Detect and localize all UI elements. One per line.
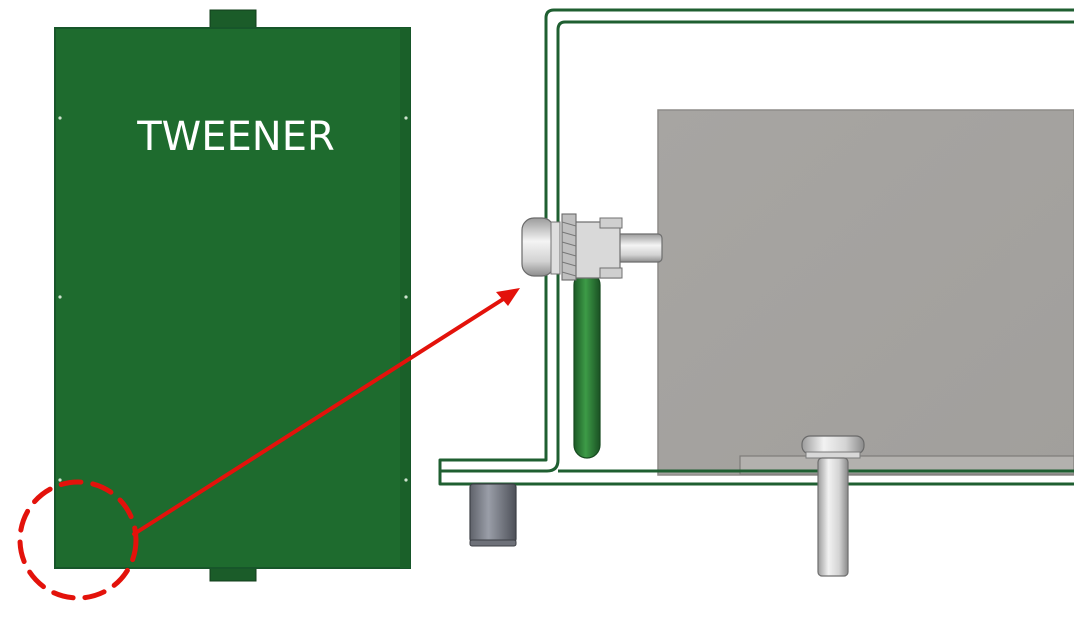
mounting-dots: [58, 116, 408, 482]
dot: [58, 116, 62, 120]
dot: [58, 478, 62, 482]
tooth: [561, 231, 577, 237]
ring-terminal-tab-top: [599, 217, 623, 229]
dot: [404, 295, 408, 299]
box-label: TWEENER: [136, 114, 335, 160]
ring-terminal-tab-bottom: [599, 267, 623, 279]
wire-body: [573, 271, 601, 459]
screw-head-washer: [550, 221, 561, 275]
gray-panel: [657, 109, 1074, 476]
tooth: [561, 241, 577, 247]
tooth: [561, 221, 577, 227]
washer-teeth: [561, 221, 577, 277]
standoff-cap: [469, 539, 517, 547]
standoff: [469, 483, 517, 547]
tooth: [561, 271, 577, 277]
screw-shaft: [817, 457, 849, 577]
bracket-outer: [438, 8, 1074, 486]
dot: [404, 478, 408, 482]
screw-head: [801, 435, 865, 455]
screw-head-horizontal: [521, 217, 555, 277]
vertical-screw: [801, 435, 865, 577]
tweener-body: [54, 27, 411, 569]
tweener-box: TWEENER: [54, 9, 411, 582]
horizontal-screw: [521, 213, 663, 281]
tooth: [561, 251, 577, 257]
highlight-circle: [17, 479, 139, 601]
green-wire: [573, 271, 601, 459]
callout-arrow-line: [132, 294, 510, 536]
callout: [17, 288, 520, 601]
dot: [58, 295, 62, 299]
dot: [404, 116, 408, 120]
standoff-body: [469, 483, 517, 543]
callout-arrowhead: [496, 288, 520, 306]
screw-washer: [805, 451, 861, 459]
tooth: [561, 261, 577, 267]
